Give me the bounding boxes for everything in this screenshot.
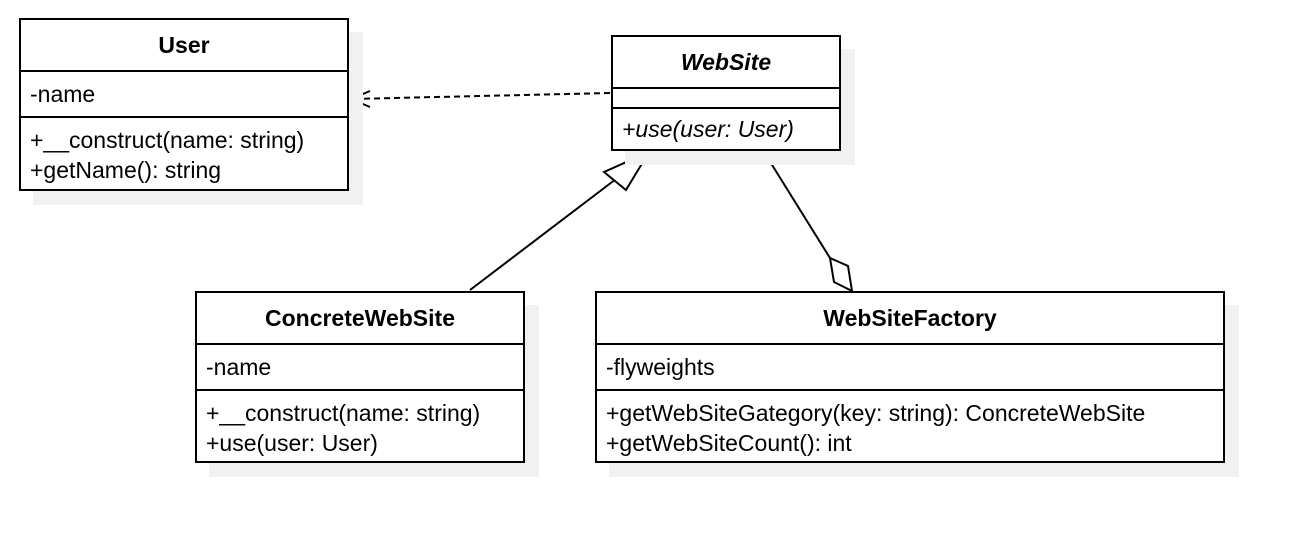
- method: +__construct(name: string): [30, 127, 305, 153]
- class-website[interactable]: WebSite +use(user: User): [611, 35, 841, 151]
- attributes-compartment: -name: [197, 345, 523, 391]
- method: +getWebSiteCount(): int: [606, 430, 852, 456]
- method: +getWebSiteGategory(key: string): Concre…: [606, 400, 1146, 426]
- method: +getName(): string: [30, 157, 222, 183]
- aggregation-connector-factory-website: [763, 151, 854, 293]
- methods-compartment: +__construct(name: string) +use(user: Us…: [197, 391, 523, 458]
- class-user[interactable]: User -name +__construct(name: string) +g…: [19, 18, 349, 191]
- class-name: ConcreteWebSite: [197, 293, 523, 345]
- methods-compartment: +use(user: User): [613, 109, 839, 144]
- generalization-arrow-concrete-to-website: [469, 149, 652, 291]
- attribute: -flyweights: [606, 354, 715, 380]
- class-name: User: [21, 20, 347, 72]
- method: +use(user: User): [622, 116, 794, 142]
- method: +use(user: User): [206, 430, 378, 456]
- methods-compartment: +getWebSiteGategory(key: string): Concre…: [597, 391, 1223, 458]
- class-website-factory[interactable]: WebSiteFactory -flyweights +getWebSiteGa…: [595, 291, 1225, 463]
- class-concrete-website[interactable]: ConcreteWebSite -name +__construct(name:…: [195, 291, 525, 463]
- attributes-compartment: -flyweights: [597, 345, 1223, 391]
- methods-compartment: +__construct(name: string) +getName(): s…: [21, 118, 347, 185]
- attribute: -name: [206, 354, 272, 380]
- attributes-compartment: [613, 89, 839, 109]
- attribute: -name: [30, 81, 96, 107]
- dependency-arrow-website-to-user: [348, 90, 611, 108]
- method: +__construct(name: string): [206, 400, 481, 426]
- class-name: WebSiteFactory: [597, 293, 1223, 345]
- class-name: WebSite: [613, 37, 839, 89]
- attributes-compartment: -name: [21, 72, 347, 118]
